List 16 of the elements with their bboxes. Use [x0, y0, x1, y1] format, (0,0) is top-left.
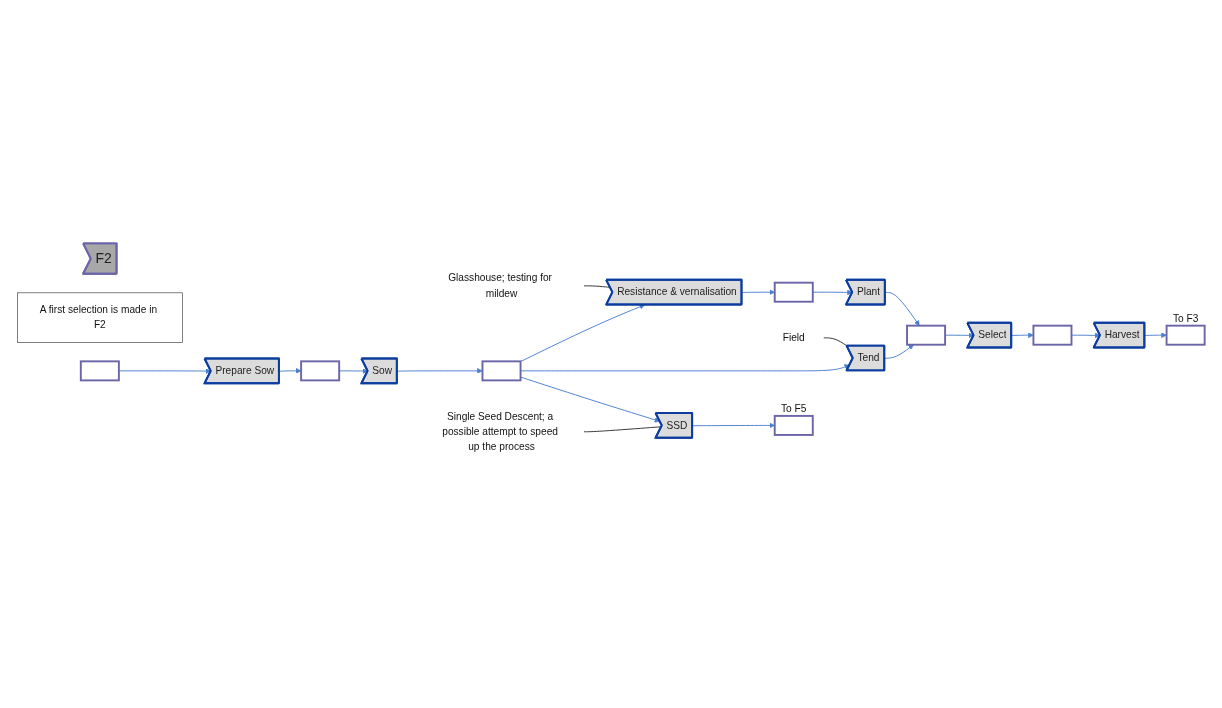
connector	[823, 337, 848, 347]
node-caption: To F5	[781, 403, 807, 415]
node-box	[773, 415, 814, 437]
node-box	[906, 325, 947, 346]
node-box	[79, 360, 120, 382]
connector	[583, 285, 611, 289]
node-caption: To F3	[1172, 313, 1199, 325]
node-box	[300, 360, 341, 382]
node-box	[773, 282, 814, 303]
node-text: Single Seed Descent; a possible attempt to speed up the process	[442, 411, 558, 453]
node-box	[481, 360, 522, 382]
node-box	[1165, 325, 1206, 346]
node-box: A first selection is made in F2	[17, 292, 183, 343]
node-text: Glasshouse; testing for mildew	[448, 272, 552, 299]
node-text: Field	[782, 332, 805, 344]
node-box	[1032, 325, 1073, 346]
